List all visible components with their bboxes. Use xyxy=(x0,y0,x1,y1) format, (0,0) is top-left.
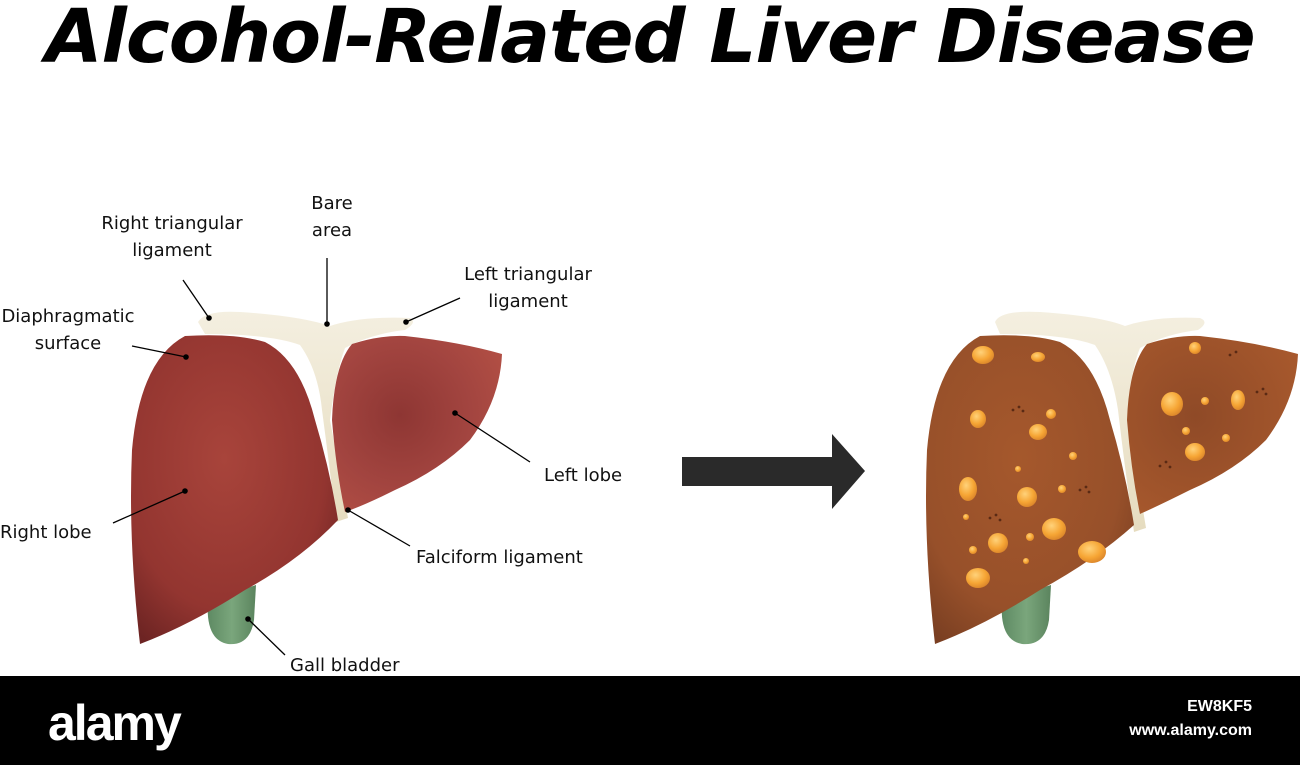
image-code: EW8KF5 xyxy=(1187,698,1252,715)
progression-arrow xyxy=(682,434,865,509)
site-url: www.alamy.com xyxy=(1129,722,1252,739)
label-diaphragmatic-2: surface xyxy=(35,333,102,354)
label-left-triangular-1: Left triangular xyxy=(464,264,592,285)
label-bare-2: area xyxy=(312,220,352,241)
fat-deposits xyxy=(959,342,1245,588)
brand-logo: alamy xyxy=(48,695,182,751)
label-left-lobe: Left lobe xyxy=(544,465,622,486)
page-title: Alcohol-Related Liver Disease xyxy=(45,0,1255,80)
label-right-triangular-1: Right triangular xyxy=(101,213,243,234)
liver-diagram: Right triangular ligament Bare area Left… xyxy=(0,193,1298,676)
speckles xyxy=(988,350,1268,522)
label-right-lobe: Right lobe xyxy=(0,522,92,543)
healthy-liver xyxy=(131,311,502,645)
footer-bar: alamy EW8KF5 www.alamy.com xyxy=(0,676,1300,765)
label-bare-1: Bare xyxy=(311,193,352,214)
left-lobe-shape xyxy=(332,335,502,512)
diseased-ligament-band xyxy=(995,311,1205,532)
label-diaphragmatic-1: Diaphragmatic xyxy=(1,306,134,327)
diseased-left-lobe-shape xyxy=(1127,335,1298,514)
label-gall-bladder: Gall bladder xyxy=(290,655,400,676)
label-left-triangular-2: ligament xyxy=(488,291,568,312)
leader-lines xyxy=(112,258,531,656)
leader-dots xyxy=(182,315,458,622)
ligament-band xyxy=(198,311,414,522)
right-lobe-shape xyxy=(131,335,338,644)
label-right-triangular-2: ligament xyxy=(132,240,212,261)
label-falciform: Falciform ligament xyxy=(416,547,583,568)
